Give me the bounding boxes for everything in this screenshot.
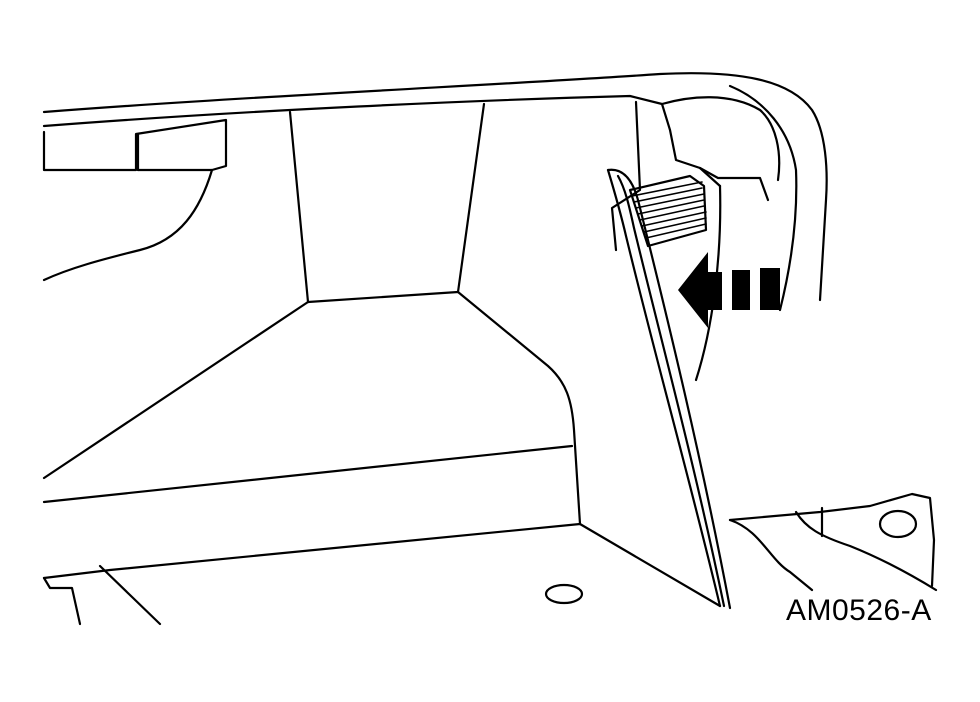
floor-line <box>42 444 574 504</box>
weatherstrip-inner <box>606 168 722 608</box>
ribbed-clip <box>628 174 708 248</box>
lower-right-frame <box>728 492 936 588</box>
panel-hole <box>544 583 584 605</box>
cavity-floor-edge <box>306 290 460 304</box>
weatherstrip-outer <box>606 168 732 610</box>
lower-panel-step <box>98 564 162 626</box>
lower-panel-front <box>42 576 82 626</box>
cavity-right-slope <box>456 290 582 526</box>
lower-right-rail-2 <box>794 510 938 592</box>
back-wall-left <box>288 110 310 304</box>
bracket-hole <box>878 509 918 539</box>
reference-code: AM0526-A <box>786 594 932 627</box>
left-bracket <box>42 118 228 172</box>
rim-edge <box>728 84 798 312</box>
cavity-left-slope <box>42 300 310 480</box>
weatherstrip-core <box>616 174 726 608</box>
lower-right-rail <box>728 518 814 592</box>
lower-panel-edge <box>42 522 722 608</box>
left-curve <box>42 168 214 282</box>
right-step <box>698 166 770 202</box>
direction-arrow-icon <box>678 252 780 328</box>
upper-rim <box>42 72 828 302</box>
right-post-notch <box>660 102 722 188</box>
back-wall-right <box>456 102 486 294</box>
upper-rim-inner <box>42 94 781 182</box>
